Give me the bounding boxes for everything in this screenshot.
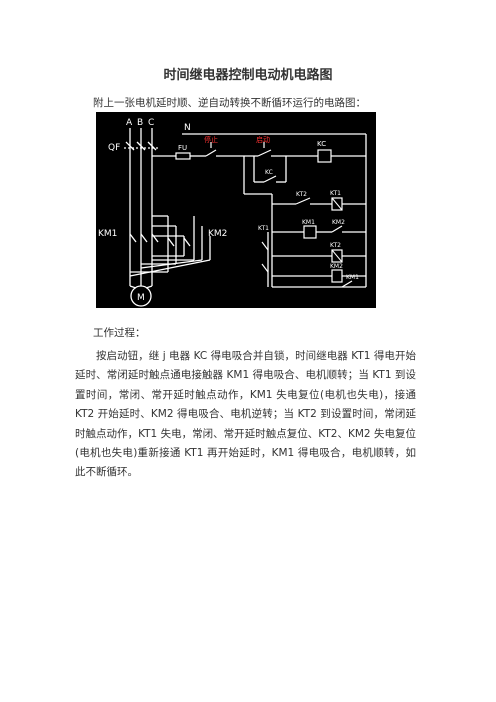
breaker-mark-a [125,141,135,151]
label-timer-kt2: KT2 [330,242,341,249]
km1-contact-symbol [341,280,353,288]
intro-text: 附上一张电机延时顺、逆自动转换不断循环运行的电路图： [93,97,366,109]
breaker-mark-c [147,141,157,151]
label-phase-c: C [148,118,154,128]
label-timer-kt1: KT1 [330,190,341,197]
start-button-symbol [257,142,272,157]
label-contact-km2: KM2 [332,219,345,226]
label-contact-km1: KM1 [346,274,359,281]
kt2-contact-symbol [295,197,311,205]
label-stop-button: 停止 [204,135,218,144]
diagram-labels: A B C N QF FU 停止 启动 KC KC KT2 KT1 KM1 KM… [98,118,359,303]
section-heading: 工作过程： [93,327,146,339]
km2-coil [331,269,343,283]
circuit-diagram-svg: A B C N QF FU 停止 启动 KC KC KT2 KT1 KM1 KM… [98,118,367,307]
label-fuse: FU [178,144,187,152]
label-breaker: QF [108,143,120,153]
label-relay-kc-contact: KC [265,169,273,176]
label-coil-km1: KM1 [302,219,315,226]
document-title: 时间继电器控制电动机电路图 [163,68,333,83]
label-coil-km2: KM2 [330,263,343,270]
circuit-diagram: A B C N QF FU 停止 启动 KC KC KT2 KT1 KM1 KM… [96,112,376,308]
stop-button-symbol [205,142,217,157]
relay-kc-contact [263,175,277,183]
label-contactor-km1: KM1 [98,229,117,239]
body-paragraph: 按启动钮，继 j 电器 KC 得电吸合并自锁，时间继电器 KT1 得电开始延时、… [75,350,416,479]
motor-symbol [130,285,152,307]
label-phase-a: A [126,118,133,128]
label-phase-b: B [137,118,143,128]
label-neutral: N [184,123,191,133]
kt1-contact-symbol [261,241,269,251]
km1-coil [303,225,317,239]
label-contact-kt2: KT2 [296,191,307,198]
wires [124,128,367,288]
label-start-button: 启动 [256,135,270,144]
fuse-symbol [175,152,191,160]
label-motor: M [137,293,145,303]
label-relay-kc: KC [317,140,326,148]
relay-kc-coil [317,149,332,163]
breaker-mark-b [136,141,146,151]
km2-contact-symbol [331,225,343,233]
label-contactor-km2: KM2 [208,229,227,239]
label-contact-kt1: KT1 [258,225,269,232]
